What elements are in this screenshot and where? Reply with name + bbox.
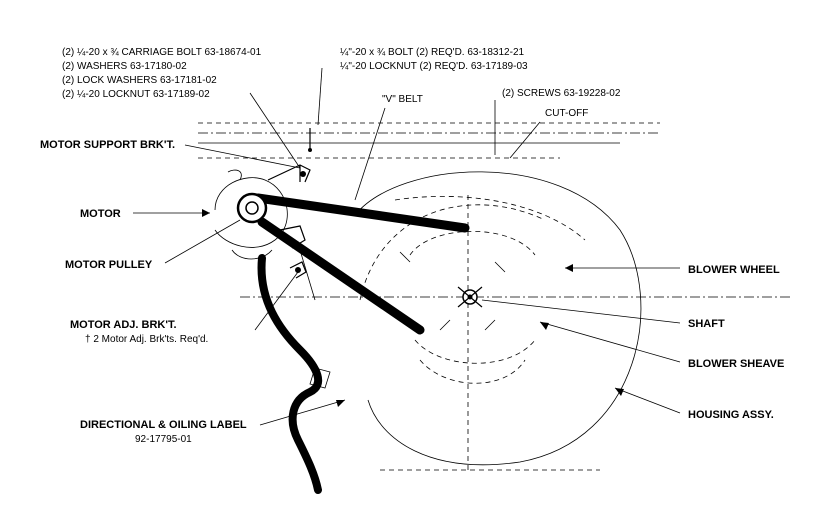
label-bolt-right: ¼"-20 x ¾ BOLT (2) REQ'D. 63-18312-21 [340, 46, 525, 58]
label-motor-adj-note: † 2 Motor Adj. Brk'ts. Req'd. [85, 334, 208, 345]
label-locknut-left: (2) ¼-20 LOCKNUT 63-17189-02 [62, 88, 210, 100]
motor-support-bracket [267, 128, 312, 183]
motor-pulley [236, 192, 268, 224]
label-directional-part: 92-17795-01 [135, 434, 192, 445]
housing-outline [240, 171, 790, 471]
label-lock-washers: (2) LOCK WASHERS 63-17181-02 [62, 75, 217, 86]
label-blower-wheel: BLOWER WHEEL [688, 264, 780, 276]
motor [214, 169, 288, 260]
label-carriage-bolt: (2) ¼-20 x ¾ CARRIAGE BOLT 63-18674-01 [62, 46, 262, 58]
label-screws: (2) SCREWS 63-19228-02 [502, 88, 621, 99]
label-motor-support: MOTOR SUPPORT BRK'T. [40, 139, 175, 151]
label-motor: MOTOR [80, 208, 121, 220]
label-motor-pulley: MOTOR PULLEY [65, 259, 153, 271]
v-belt [253, 193, 470, 335]
motor-adj-bracket [269, 225, 316, 301]
blower-wheel [399, 231, 536, 384]
label-blower-sheave: BLOWER SHEAVE [688, 358, 784, 370]
label-motor-adj: MOTOR ADJ. BRK'T. [70, 319, 177, 331]
label-cut-off: CUT-OFF [545, 108, 588, 119]
label-v-belt: "V" BELT [382, 94, 423, 105]
label-locknut-right: ¼"-20 LOCKNUT (2) REQ'D. 63-17189-03 [340, 60, 528, 72]
label-housing: HOUSING ASSY. [688, 409, 774, 421]
label-directional: DIRECTIONAL & OILING LABEL [80, 419, 247, 431]
label-shaft: SHAFT [688, 318, 725, 330]
top-rail [198, 122, 660, 159]
power-cord [257, 254, 331, 494]
leader-lines [133, 67, 681, 426]
shaft-hub [457, 286, 483, 308]
label-washers: (2) WASHERS 63-17180-02 [62, 61, 187, 72]
